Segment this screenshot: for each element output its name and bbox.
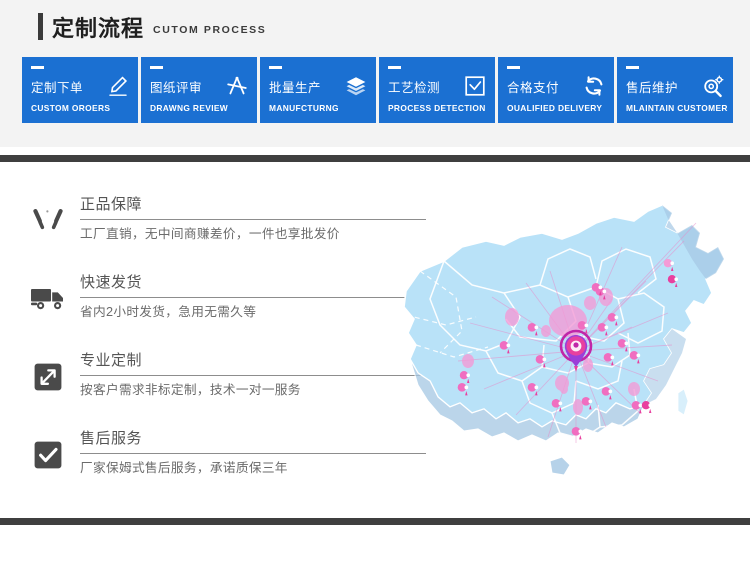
feature-description: 省内2小时发货，急用无需久等 bbox=[80, 305, 257, 319]
resize-arrow-icon bbox=[26, 352, 70, 402]
step-label-en: CUSTOM OROERS bbox=[31, 103, 111, 113]
step-dash bbox=[626, 66, 639, 69]
divider-bar-top bbox=[0, 155, 750, 162]
feature-description: 按客户需求非标定制，技术一对一服务 bbox=[80, 383, 301, 397]
step-label-en: MANUFCTURNG bbox=[269, 103, 339, 113]
feature-title: 售后服务 bbox=[80, 428, 426, 454]
drafting-compass-icon bbox=[225, 74, 249, 98]
feature-text: 售后服务 厂家保姆式售后服务，承诺质保三年 bbox=[70, 424, 426, 480]
step-dash bbox=[31, 66, 44, 69]
process-step-process-detection[interactable]: 工艺检测 PROCESS DETECTION bbox=[379, 57, 495, 123]
step-label-en: PROCESS DETECTION bbox=[388, 103, 486, 113]
title-chinese: 定制流程 bbox=[52, 16, 145, 41]
step-label-en: MLAINTAIN CUSTOMER bbox=[626, 103, 728, 113]
feature-description: 厂家保姆式售后服务，承诺质保三年 bbox=[80, 461, 288, 475]
process-step-custom-orders[interactable]: 定制下单 CUSTOM OROERS bbox=[22, 57, 138, 123]
map-hub-glow bbox=[549, 305, 587, 337]
step-dash bbox=[507, 66, 520, 69]
delivery-truck-icon bbox=[26, 274, 70, 324]
feature-item-genuine-guarantee: 正品保障 工厂直销，无中间商赚差价，一件也享批发价 bbox=[26, 190, 426, 268]
step-label-en: DRAWNG REVIEW bbox=[150, 103, 229, 113]
process-step-maintain-customer[interactable]: 售后维护 MLAINTAIN CUSTOMER bbox=[617, 57, 733, 123]
feature-list: 正品保障 工厂直销，无中间商赚差价，一件也享批发价 快速发货 省内2小时发 bbox=[26, 190, 426, 502]
feature-text: 快速发货 省内2小时发货，急用无需久等 bbox=[70, 268, 426, 324]
feature-text: 正品保障 工厂直销，无中间商赚差价，一件也享批发价 bbox=[70, 190, 426, 246]
map-location-pins bbox=[457, 259, 678, 440]
step-label-cn: 批量生产 bbox=[269, 80, 322, 95]
caring-hands-icon bbox=[26, 196, 70, 246]
step-label-en: OUALIFIED DELIVERY bbox=[507, 103, 603, 113]
step-dash bbox=[388, 66, 401, 69]
process-step-drawing-review[interactable]: 图纸评审 DRAWNG REVIEW bbox=[141, 57, 257, 123]
step-label-cn: 合格支付 bbox=[507, 80, 560, 95]
map-landmass bbox=[403, 204, 725, 476]
feature-description: 工厂直销，无中间商赚差价，一件也享批发价 bbox=[80, 227, 340, 241]
feature-text: 专业定制 按客户需求非标定制，技术一对一服务 bbox=[70, 346, 426, 402]
check-square-icon bbox=[26, 430, 70, 480]
feature-title: 正品保障 bbox=[80, 194, 426, 220]
process-step-qualified-delivery[interactable]: 合格支付 OUALIFIED DELIVERY bbox=[498, 57, 614, 123]
refresh-cycle-icon bbox=[582, 74, 606, 98]
page-title: 定制流程 CUTOM PROCESS bbox=[38, 13, 266, 42]
step-dash bbox=[150, 66, 163, 69]
feature-item-fast-shipping: 快速发货 省内2小时发货，急用无需久等 bbox=[26, 268, 426, 346]
gear-magnifier-icon bbox=[701, 74, 725, 98]
title-accent-bar bbox=[38, 13, 43, 40]
process-steps: 定制下单 CUSTOM OROERS 图纸评审 bbox=[22, 57, 733, 123]
feature-item-after-sales: 售后服务 厂家保姆式售后服务，承诺质保三年 bbox=[26, 424, 426, 502]
divider-bar-bottom bbox=[0, 518, 750, 525]
step-dash bbox=[269, 66, 282, 69]
feature-title: 专业定制 bbox=[80, 350, 426, 376]
step-label-cn: 售后维护 bbox=[626, 80, 679, 95]
step-label-cn: 工艺检测 bbox=[388, 80, 441, 95]
feature-title: 快速发货 bbox=[80, 272, 426, 298]
step-label-cn: 定制下单 bbox=[31, 80, 84, 95]
feature-item-professional-custom: 专业定制 按客户需求非标定制，技术一对一服务 bbox=[26, 346, 426, 424]
center-hub-pin bbox=[559, 329, 593, 372]
map-svg bbox=[403, 204, 725, 476]
china-distribution-map bbox=[400, 175, 750, 515]
checkbox-outline-icon bbox=[463, 74, 487, 98]
process-step-manufacturing[interactable]: 批量生产 MANUFCTURNG bbox=[260, 57, 376, 123]
step-label-cn: 图纸评审 bbox=[150, 80, 203, 95]
pencil-icon bbox=[106, 74, 130, 98]
layers-icon bbox=[344, 74, 368, 98]
title-english: CUTOM PROCESS bbox=[153, 24, 267, 36]
